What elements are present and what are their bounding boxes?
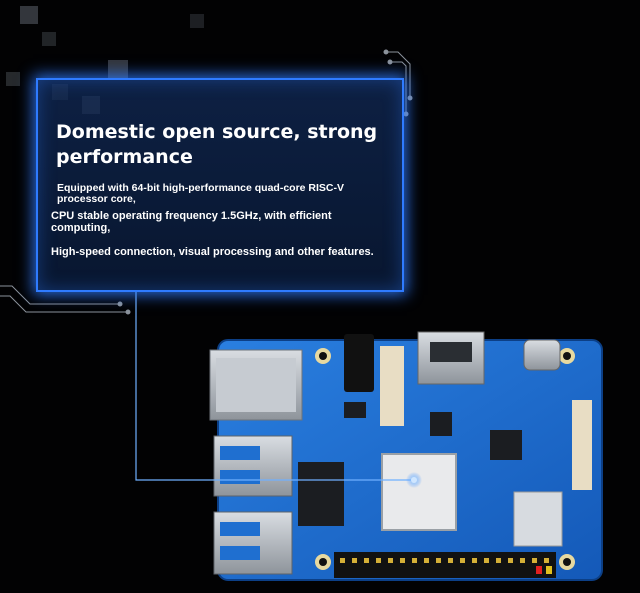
- board-icon: [209, 331, 603, 581]
- feature-line-frequency: CPU stable operating frequency 1.5GHz, w…: [51, 210, 332, 234]
- panel-title: Domestic open source, strong performance: [56, 121, 378, 168]
- connector-line-icon: [135, 290, 414, 481]
- circuit-trace-icon: [0, 285, 131, 315]
- pixel-square-icon: [6, 72, 20, 86]
- pixel-square-icon: [108, 60, 128, 80]
- feature-line-cpu: Equipped with 64-bit high-performance qu…: [57, 182, 345, 205]
- feature-line-connectivity: High-speed connection, visual processing…: [51, 246, 374, 258]
- feature-info-panel: Domestic open source, strong performance…: [36, 78, 404, 292]
- circuit-trace-icon: [383, 49, 413, 117]
- pixel-square-icon: [190, 14, 204, 28]
- pixel-square-icon: [42, 32, 56, 46]
- pixel-square-icon: [20, 6, 38, 24]
